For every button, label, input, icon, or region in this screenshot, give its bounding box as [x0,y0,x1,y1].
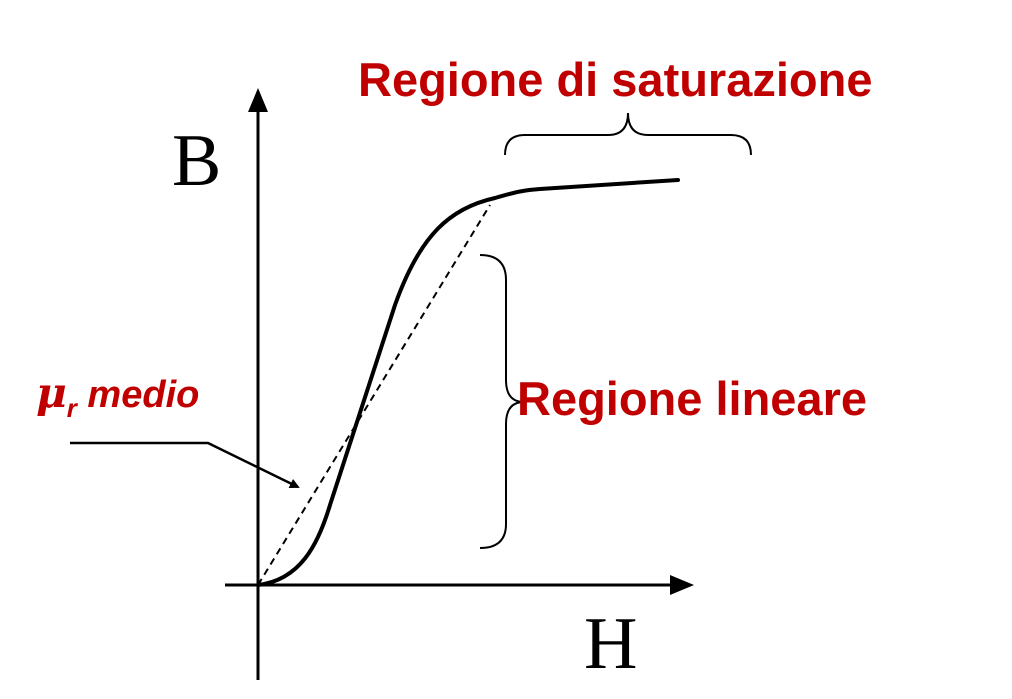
saturation-region-label: Regione di saturazione [358,53,872,106]
x-axis-label: H [584,603,637,685]
linear-region-label: Regione lineare [517,372,867,425]
mu-pointer-arrow [70,441,300,489]
y-axis-label: B [172,120,221,202]
mu-subscript: r [67,393,79,423]
mu-symbol: μ [36,368,67,417]
y-axis-arrowhead [248,88,268,112]
bh-curve [256,178,680,587]
average-permeability-line [257,204,491,586]
mu-word: medio [77,374,199,416]
linear-region-brace [479,254,525,549]
saturation-region-brace [504,112,752,156]
x-axis-arrowhead [670,575,694,595]
mu-r-medio-label: μr medio [36,368,199,423]
